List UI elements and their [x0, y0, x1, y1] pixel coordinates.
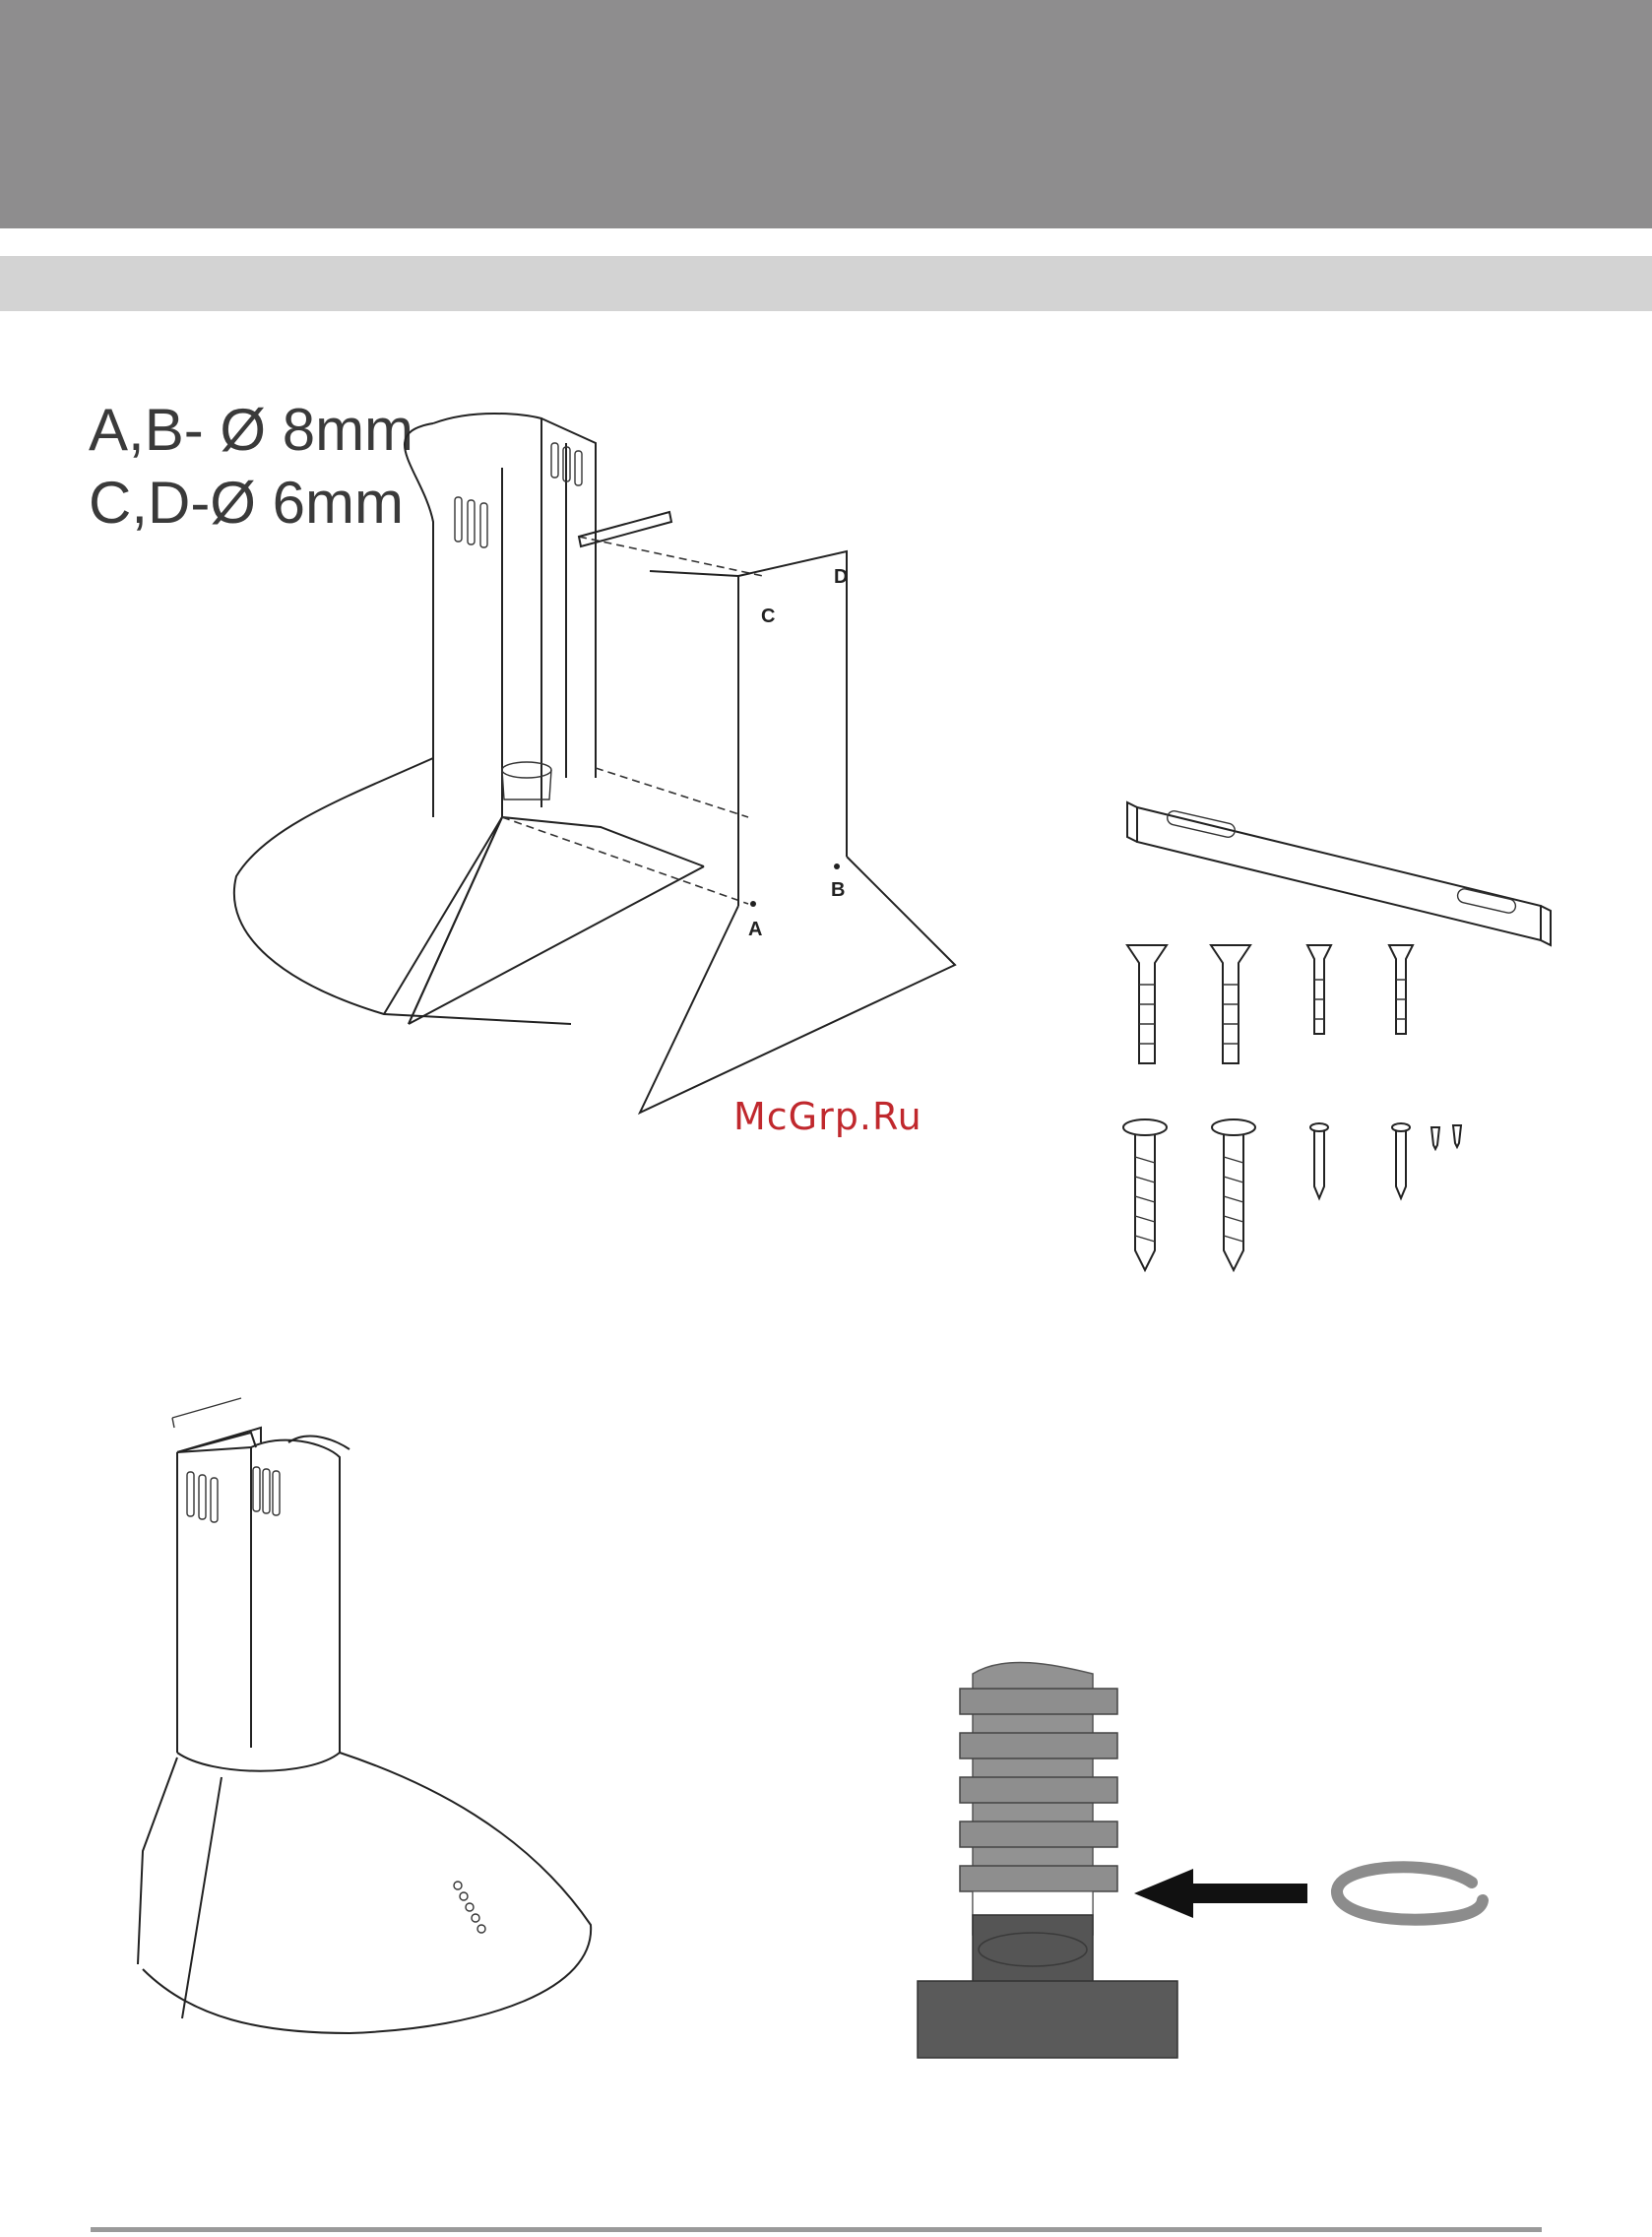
footer-rule	[91, 2227, 1542, 2232]
flexible-duct	[960, 1662, 1117, 1935]
installation-diagram-wall: A B C D	[226, 404, 975, 1132]
mounting-bracket-and-fixings	[1108, 778, 1560, 1290]
assembled-hood-diagram	[133, 1388, 605, 2048]
mounting-bracket	[1127, 802, 1551, 945]
header-band	[0, 0, 1652, 228]
chimney-vent-slots	[187, 1467, 280, 1522]
clamp-ring-icon	[1337, 1867, 1483, 1919]
screws	[1123, 1119, 1461, 1270]
chimney-vent-slots	[455, 443, 582, 547]
arrow-icon	[1134, 1869, 1307, 1918]
point-label-d: D	[834, 566, 848, 588]
control-buttons	[454, 1882, 485, 1933]
duct-connection-diagram	[916, 1654, 1526, 2058]
section-band	[0, 256, 1652, 311]
point-label-c: C	[761, 606, 775, 627]
wall-plugs	[1127, 945, 1413, 1063]
point-label-a: A	[748, 919, 762, 940]
hood-top	[918, 1981, 1177, 2058]
point-label-b: B	[831, 879, 845, 901]
watermark: McGrp.Ru	[733, 1095, 922, 1138]
